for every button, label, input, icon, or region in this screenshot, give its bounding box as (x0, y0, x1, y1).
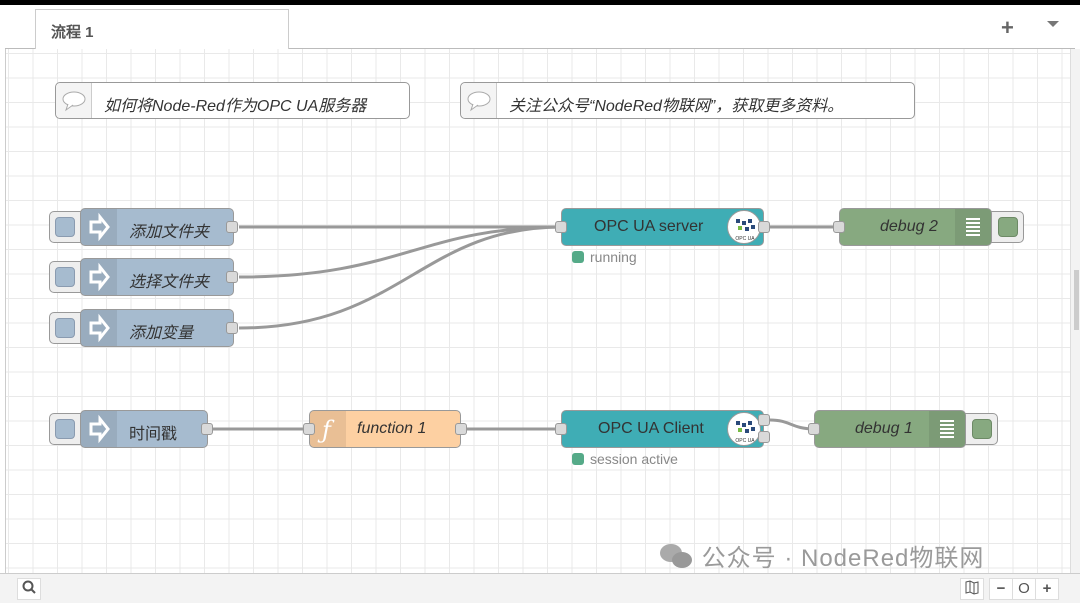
speech-bubble-icon (56, 83, 92, 118)
node-label: OPC UA server (594, 218, 704, 235)
output-port[interactable] (226, 221, 238, 233)
opcua-logo-icon: OPC UA (727, 412, 761, 446)
list-icon (929, 411, 965, 447)
inject-button[interactable] (49, 211, 83, 243)
inject-node-add-folder[interactable]: 添加文件夹 (80, 208, 238, 246)
node-label: OPC UA Client (598, 420, 704, 437)
debug-toggle-button[interactable] (964, 413, 998, 445)
tab-flow-1[interactable]: 流程 1 (35, 9, 289, 50)
function-node[interactable]: ƒ function 1 (303, 410, 467, 448)
node-label: 时间戳 (129, 426, 178, 443)
status-dot-icon (572, 453, 584, 465)
inject-node-timestamp[interactable]: 时间戳 (80, 410, 213, 448)
inject-node-select-folder[interactable]: 选择文件夹 (80, 258, 238, 296)
node-status: running (572, 249, 637, 265)
comment-label: 关注公众号“NodeRed物联网”，获取更多资料。 (509, 98, 844, 115)
comment-node[interactable]: 关注公众号“NodeRed物联网”，获取更多资料。 (460, 82, 915, 119)
search-icon (22, 580, 36, 594)
function-icon: ƒ (310, 411, 346, 447)
inject-node-add-variable[interactable]: 添加变量 (80, 309, 238, 347)
status-dot-icon (572, 251, 584, 263)
wire (238, 225, 563, 279)
arrow-right-icon (81, 259, 117, 295)
output-port[interactable] (226, 271, 238, 283)
opcua-logo-icon: OPC UA (727, 210, 761, 244)
scrollbar-thumb[interactable] (1074, 270, 1079, 330)
navigator-map-button[interactable] (960, 578, 984, 600)
workspace-canvas[interactable] (5, 49, 1070, 573)
node-label: 添加变量 (129, 325, 194, 342)
output-port[interactable] (455, 423, 467, 435)
watermark-text: 公众号 · NodeRed物联网 (701, 545, 985, 572)
wire (238, 225, 563, 330)
top-bar (0, 0, 1080, 5)
tab-menu-chevron-down-icon[interactable] (1047, 21, 1059, 27)
input-port[interactable] (303, 423, 315, 435)
node-label: function 1 (357, 420, 427, 437)
status-text: session active (590, 451, 678, 467)
svg-text:OPC UA: OPC UA (735, 438, 755, 444)
inject-button[interactable] (49, 413, 83, 445)
output-port-2[interactable] (758, 431, 770, 443)
debug-node-1[interactable]: debug 1 (808, 410, 966, 448)
node-label: 选择文件夹 (129, 274, 210, 291)
svg-text:OPC UA: OPC UA (735, 236, 755, 242)
debug-toggle-button[interactable] (990, 211, 1024, 243)
node-label: 添加文件夹 (129, 224, 210, 241)
add-tab-button[interactable]: + (1001, 15, 1014, 40)
opcua-client-node[interactable]: OPC UA Client OPC UA (555, 410, 770, 448)
opcua-server-node[interactable]: OPC UA server OPC UA (555, 208, 770, 246)
map-icon (965, 580, 979, 595)
output-port-1[interactable] (758, 414, 770, 426)
zoom-out-button[interactable]: − (989, 578, 1013, 600)
svg-text:ƒ: ƒ (317, 416, 335, 444)
input-port[interactable] (808, 423, 820, 435)
arrow-right-icon (81, 209, 117, 245)
inject-button[interactable] (49, 261, 83, 293)
zoom-reset-button[interactable]: O (1012, 578, 1036, 600)
debug-node-2[interactable]: debug 2 (833, 208, 992, 246)
arrow-right-icon (81, 310, 117, 346)
input-port[interactable] (555, 423, 567, 435)
arrow-right-icon (81, 411, 117, 447)
output-port[interactable] (226, 322, 238, 334)
tab-bar: 流程 1 + (5, 5, 1075, 50)
node-label: debug 2 (880, 218, 938, 235)
zoom-in-button[interactable]: + (1035, 578, 1059, 600)
input-port[interactable] (833, 221, 845, 233)
output-port[interactable] (758, 221, 770, 233)
speech-bubble-icon (461, 83, 497, 118)
wechat-icon (660, 544, 692, 568)
list-icon (955, 209, 991, 245)
comment-node[interactable]: 如何将Node-Red作为OPC UA服务器 (55, 82, 410, 119)
node-label: debug 1 (855, 420, 913, 437)
node-status: session active (572, 451, 678, 467)
search-button[interactable] (17, 578, 41, 600)
output-port[interactable] (201, 423, 213, 435)
watermark: 公众号 · NodeRed物联网 (658, 542, 984, 573)
comment-label: 如何将Node-Red作为OPC UA服务器 (104, 98, 367, 115)
input-port[interactable] (555, 221, 567, 233)
inject-button[interactable] (49, 312, 83, 344)
status-text: running (590, 249, 637, 265)
bottom-bar: − O + (0, 573, 1080, 603)
